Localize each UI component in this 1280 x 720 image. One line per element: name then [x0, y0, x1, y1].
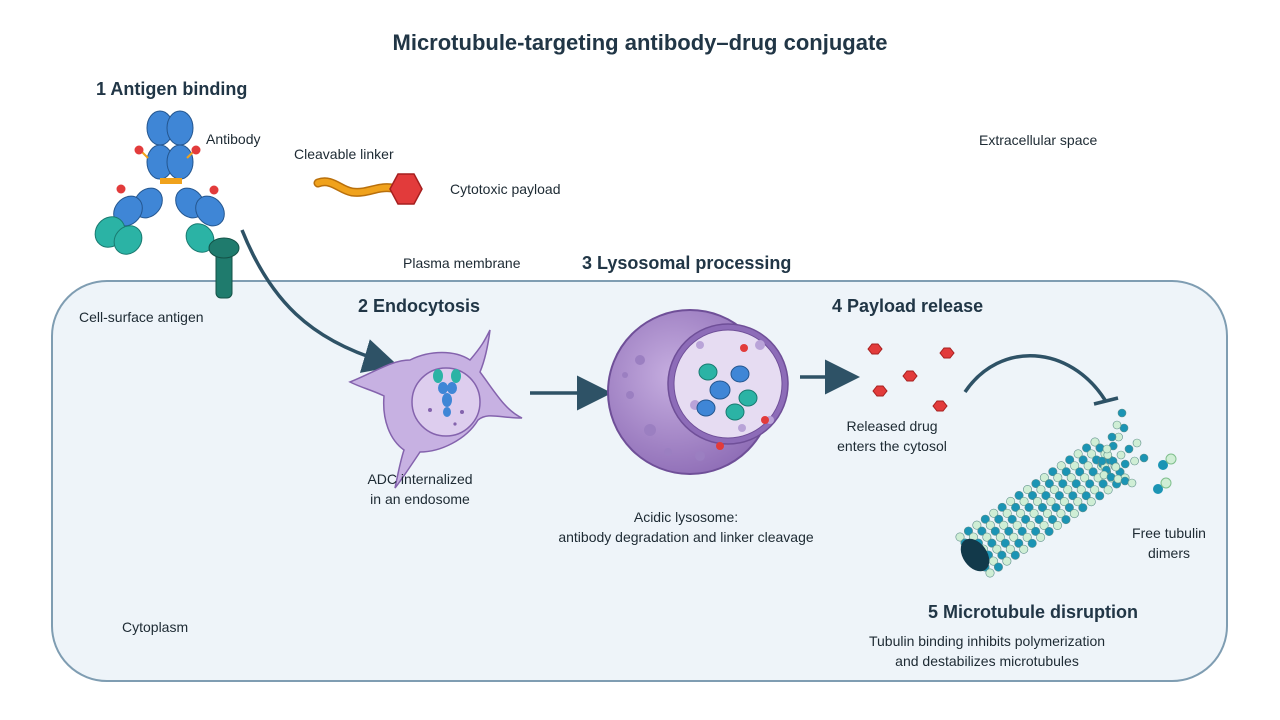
step-1-heading: 1 Antigen binding	[96, 79, 248, 99]
step-2-heading: 2 Endocytosis	[358, 296, 481, 316]
released-drug-icon	[867, 343, 955, 412]
endosome-caption-line1: ADC internalized	[367, 471, 473, 487]
cell-boundary	[51, 280, 1228, 682]
disruption-caption: Tubulin binding inhibits polymerization …	[842, 631, 1132, 671]
extracellular-space-label: Extracellular space	[979, 132, 1098, 148]
step-3-heading: 3 Lysosomal processing	[582, 253, 792, 273]
released-drug-caption: Released drug enters the cytosol	[832, 416, 952, 456]
cytotoxic-payload-label: Cytotoxic payload	[450, 181, 561, 197]
antibody-label: Antibody	[206, 131, 261, 147]
free-tubulin-caption-line1: Free tubulin	[1132, 525, 1206, 541]
microtubule-icon	[955, 408, 1149, 578]
lysosome-icon	[607, 309, 789, 475]
endosome-caption: ADC internalized in an endosome	[350, 469, 490, 509]
cytoplasm-label: Cytoplasm	[122, 619, 189, 635]
endosome-icon	[348, 329, 523, 489]
released-drug-caption-line1: Released drug	[846, 418, 938, 434]
step-4-heading: 4 Payload release	[832, 296, 984, 316]
free-tubulin-icon	[1153, 453, 1177, 494]
inhibition-bar	[1093, 396, 1119, 406]
antigen-icon	[208, 237, 240, 299]
plasma-membrane-label: Plasma membrane	[403, 255, 521, 271]
cell-surface-antigen-label: Cell-surface antigen	[79, 309, 204, 325]
lysosome-caption: Acidic lysosome: antibody degradation an…	[536, 507, 836, 547]
lysosome-caption-line2: antibody degradation and linker cleavage	[558, 529, 814, 545]
antibody-icon	[94, 110, 225, 255]
inhibition-arrow	[963, 353, 1107, 401]
disruption-caption-line1: Tubulin binding inhibits polymerization	[868, 633, 1106, 649]
lysosome-caption-line1: Acidic lysosome:	[633, 509, 739, 525]
released-drug-caption-line2: enters the cytosol	[837, 438, 947, 454]
free-tubulin-caption-line2: dimers	[1147, 545, 1190, 561]
disruption-caption-line2: and destabilizes microtubules	[895, 653, 1079, 669]
linker-payload-icon	[313, 173, 423, 205]
endocytosis-arrow	[240, 229, 399, 373]
diagram-title: Microtubule-targeting antibody–drug conj…	[392, 30, 888, 55]
cleavable-linker-label: Cleavable linker	[294, 146, 394, 162]
free-tubulin-caption: Free tubulin dimers	[1124, 523, 1214, 563]
endosome-caption-line2: in an endosome	[370, 491, 470, 507]
step-5-heading: 5 Microtubule disruption	[928, 602, 1138, 622]
